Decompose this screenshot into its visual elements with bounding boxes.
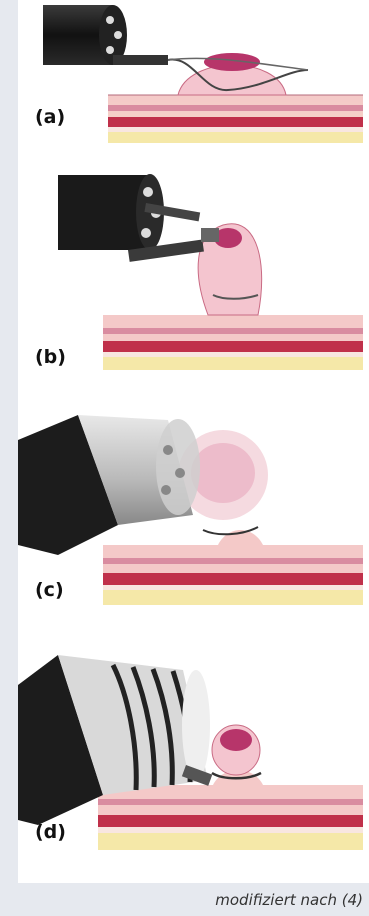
panel-b-illustration (18, 165, 369, 395)
figure-frame: (a) (18, 0, 369, 883)
panel-label-a: (a) (35, 106, 65, 128)
panel-c-illustration (18, 395, 369, 625)
panel-d: (d) (18, 625, 369, 870)
source-credit: modifiziert nach (4) (215, 891, 363, 909)
panel-a-illustration (18, 0, 369, 165)
panel-d-illustration (18, 625, 369, 870)
tissue-layers (103, 530, 363, 605)
panel-label-b: (b) (35, 346, 66, 368)
panel-label-c: (c) (35, 579, 64, 601)
panel-a: (a) (18, 0, 369, 165)
panel-label-d: (d) (35, 821, 66, 843)
endoscope (58, 174, 219, 262)
tissue-layers (108, 95, 363, 143)
panel-c: (c) (18, 395, 369, 625)
panel-b: (b) (18, 165, 369, 395)
endoscope (18, 415, 200, 555)
